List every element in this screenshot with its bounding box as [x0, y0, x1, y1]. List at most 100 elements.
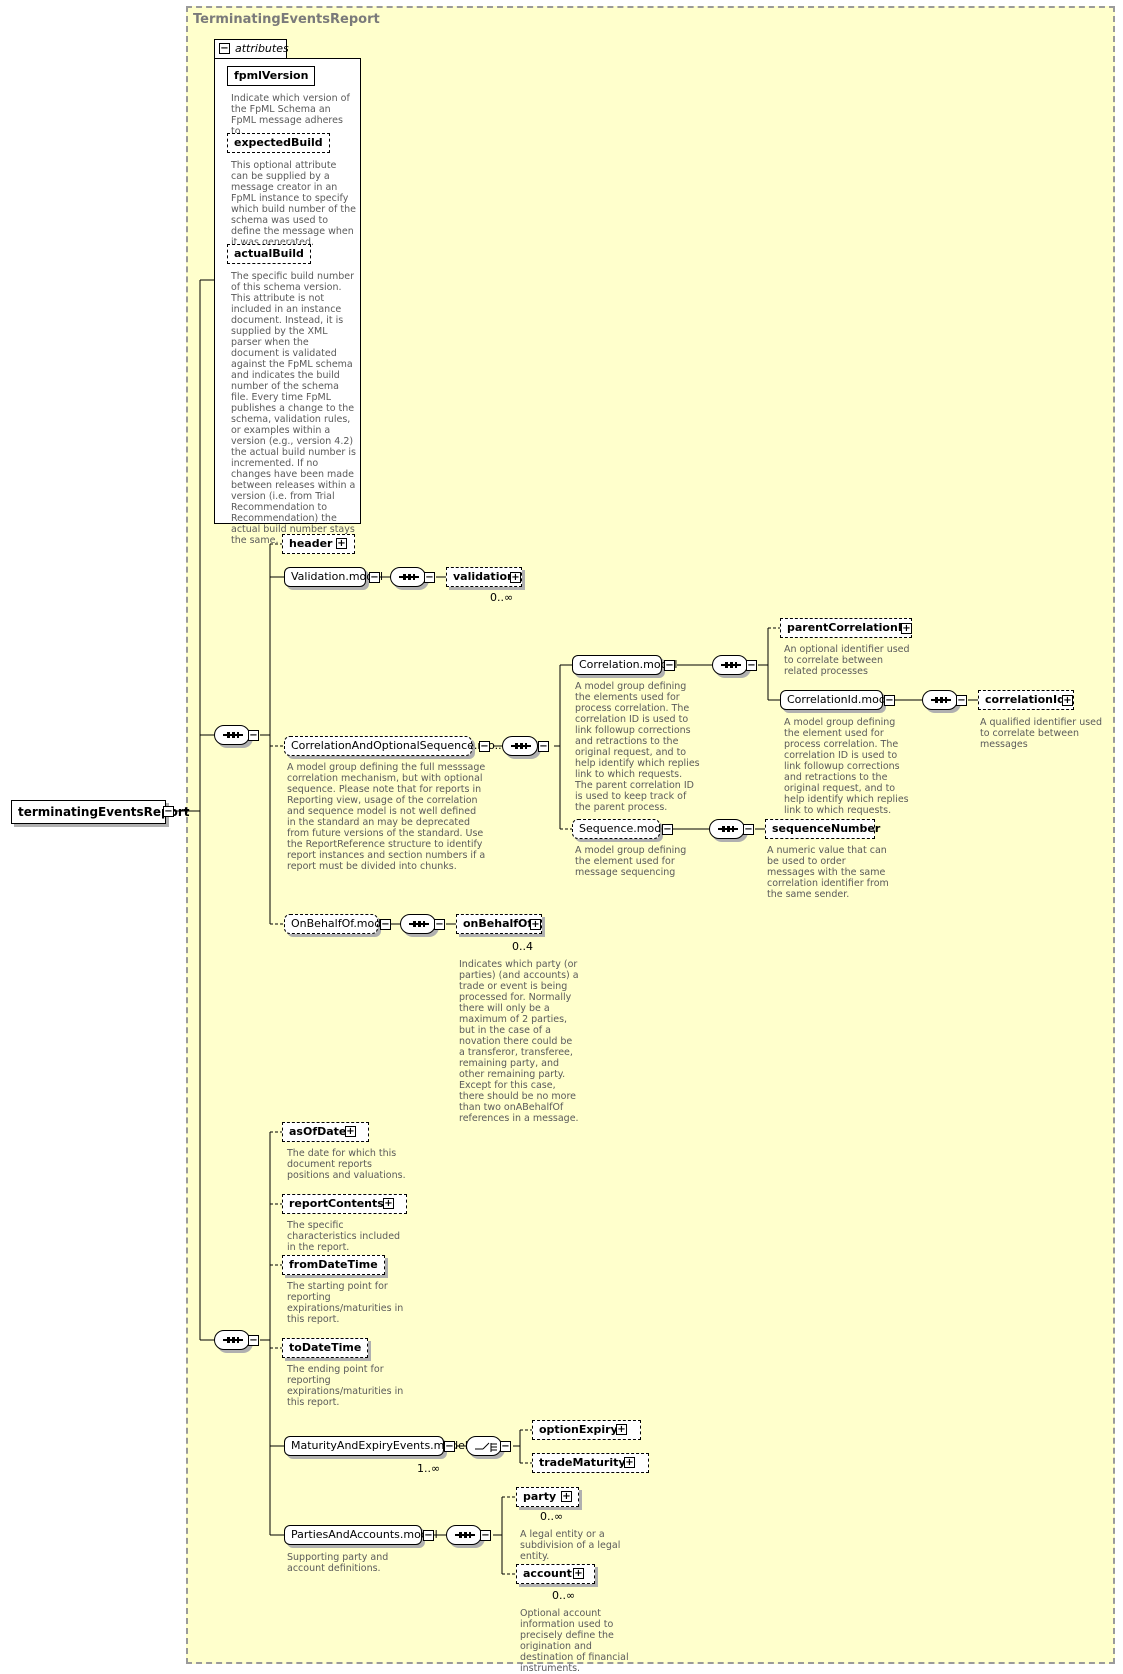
- attributes-tab-label: attributes: [235, 42, 289, 55]
- type-title: TerminatingEventsReport: [193, 12, 380, 27]
- sequence-compositor[interactable]: [502, 736, 538, 756]
- sequence-compositor[interactable]: [712, 655, 748, 675]
- parent-correlation-id-desc: An optional identifier used to correlate…: [784, 644, 910, 677]
- collapse-icon[interactable]: −: [424, 572, 435, 583]
- attribute-fpmlversion[interactable]: fpmlVersion: [227, 66, 316, 86]
- attribute-expectedbuild[interactable]: expectedBuild: [227, 133, 330, 153]
- group-correlation-model[interactable]: Correlation.model: [572, 655, 677, 675]
- party-desc: A legal entity or a subdivision of a leg…: [520, 1529, 621, 1562]
- collapse-icon[interactable]: −: [423, 1530, 434, 1541]
- expand-icon[interactable]: +: [336, 538, 347, 549]
- collapse-icon[interactable]: −: [538, 741, 549, 752]
- correlation-model-desc: A model group defining the elements used…: [575, 681, 700, 813]
- correlation-id-desc: A qualified identifier used to correlate…: [980, 717, 1103, 750]
- collapse-icon[interactable]: −: [664, 660, 675, 671]
- cardinality: 0..∞: [490, 591, 514, 604]
- choice-compositor[interactable]: [466, 1436, 502, 1456]
- sequence-icon: [223, 1337, 243, 1343]
- cao-model-desc: A model group defining the full messsage…: [287, 762, 486, 872]
- collapse-icon[interactable]: −: [480, 1530, 491, 1541]
- correlation-id-model-desc: A model group defining the element used …: [784, 717, 909, 816]
- element-option-expiry[interactable]: optionExpiry: [532, 1420, 641, 1440]
- collapse-icon[interactable]: −: [479, 741, 490, 752]
- element-report-contents[interactable]: reportContents: [282, 1194, 407, 1214]
- sequence-icon: [455, 1532, 475, 1538]
- attribute-expectedbuild-desc: This optional attribute can be supplied …: [231, 160, 356, 248]
- sequence-compositor[interactable]: [922, 690, 958, 710]
- element-as-of-date[interactable]: asOfDate: [282, 1122, 370, 1142]
- expand-icon[interactable]: +: [624, 1457, 635, 1468]
- cardinality: 1..∞: [417, 1462, 441, 1475]
- attribute-fpmlversion-desc: Indicate which version of the FpML Schem…: [231, 93, 350, 137]
- collapse-icon[interactable]: −: [380, 919, 391, 930]
- collapse-icon[interactable]: −: [369, 572, 380, 583]
- sequence-icon: [718, 826, 738, 832]
- sequence-icon: [409, 921, 429, 927]
- collapse-icon[interactable]: −: [434, 919, 445, 930]
- element-trade-maturity[interactable]: tradeMaturity: [532, 1453, 649, 1473]
- sequence-compositor[interactable]: [390, 567, 426, 587]
- sequence-icon: [721, 662, 741, 668]
- collapse-icon[interactable]: −: [219, 43, 230, 54]
- parties-and-accounts-desc: Supporting party and account definitions…: [287, 1552, 389, 1574]
- sequence-compositor[interactable]: [400, 914, 436, 934]
- expand-icon[interactable]: +: [510, 572, 521, 583]
- collapse-icon[interactable]: −: [746, 660, 757, 671]
- group-validation-model[interactable]: Validation.model: [284, 567, 383, 587]
- account-desc: Optional account information used to pre…: [520, 1608, 629, 1674]
- sequence-icon: [399, 574, 419, 580]
- collapse-icon[interactable]: −: [163, 806, 174, 817]
- group-parties-and-accounts-model[interactable]: PartiesAndAccounts.model: [284, 1525, 438, 1545]
- element-validation[interactable]: validation: [446, 567, 522, 587]
- element-on-behalf-of[interactable]: onBehalfOf: [456, 914, 542, 934]
- attributes-tab[interactable]: − attributes: [214, 39, 289, 59]
- as-of-date-desc: The date for which this document reports…: [287, 1148, 406, 1181]
- expand-icon[interactable]: +: [573, 1568, 584, 1579]
- cardinality: 0..4: [512, 940, 533, 953]
- element-from-date-time[interactable]: fromDateTime: [282, 1255, 385, 1275]
- group-on-behalf-of-model[interactable]: OnBehalfOf.model: [284, 914, 391, 934]
- sequence-number-desc: A numeric value that can be used to orde…: [767, 845, 889, 900]
- group-correlation-id-model[interactable]: CorrelationId.model: [780, 690, 896, 710]
- collapse-icon[interactable]: −: [743, 824, 754, 835]
- expand-icon[interactable]: +: [383, 1198, 394, 1209]
- sequence-icon: [511, 743, 531, 749]
- sequence-compositor[interactable]: [214, 1330, 250, 1350]
- sequence-compositor[interactable]: [709, 819, 745, 839]
- collapse-icon[interactable]: −: [956, 695, 967, 706]
- root-element[interactable]: terminatingEventsReport: [11, 800, 189, 824]
- expand-icon[interactable]: +: [530, 919, 541, 930]
- choice-icon: [475, 1442, 497, 1452]
- report-contents-desc: The specific characteristics included in…: [287, 1220, 401, 1253]
- expand-icon[interactable]: +: [1062, 695, 1073, 706]
- element-parent-correlation-id[interactable]: parentCorrelationId: [780, 618, 912, 638]
- collapse-icon[interactable]: −: [662, 824, 673, 835]
- group-maturity-and-expiry-events-model[interactable]: MaturityAndExpiryEvents.model: [284, 1436, 468, 1456]
- attribute-actualbuild-desc: The specific build number of this schema…: [231, 271, 356, 546]
- group-sequence-model[interactable]: Sequence.model: [572, 819, 671, 839]
- cardinality: 0..∞: [552, 1589, 576, 1602]
- sequence-compositor[interactable]: [214, 725, 250, 745]
- cardinality: 0..∞: [540, 1510, 564, 1523]
- sequence-icon: [223, 732, 243, 738]
- element-to-date-time[interactable]: toDateTime: [282, 1338, 369, 1358]
- group-correlation-and-optional-sequence-model[interactable]: CorrelationAndOptionalSequence.mo...: [284, 736, 505, 756]
- on-behalf-of-desc: Indicates which party (or parties) (and …: [459, 959, 579, 1124]
- collapse-icon[interactable]: −: [444, 1441, 455, 1452]
- sequence-model-desc: A model group defining the element used …: [575, 845, 687, 878]
- expand-icon[interactable]: +: [901, 623, 912, 634]
- collapse-icon[interactable]: −: [500, 1441, 511, 1452]
- sequence-icon: [931, 697, 951, 703]
- collapse-icon[interactable]: −: [248, 1335, 259, 1346]
- element-sequence-number[interactable]: sequenceNumber: [765, 819, 880, 839]
- from-date-time-desc: The starting point for reporting expirat…: [287, 1281, 404, 1325]
- collapse-icon[interactable]: −: [248, 730, 259, 741]
- expand-icon[interactable]: +: [345, 1126, 356, 1137]
- attribute-actualbuild[interactable]: actualBuild: [227, 244, 311, 264]
- element-correlation-id[interactable]: correlationId: [978, 690, 1074, 710]
- expand-icon[interactable]: +: [561, 1491, 572, 1502]
- collapse-icon[interactable]: −: [884, 695, 895, 706]
- expand-icon[interactable]: +: [616, 1424, 627, 1435]
- sequence-compositor[interactable]: [446, 1525, 482, 1545]
